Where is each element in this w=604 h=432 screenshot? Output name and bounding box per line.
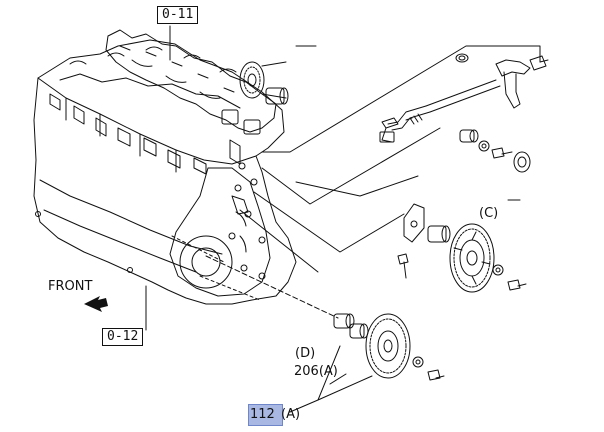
part-number-112-suffix: (A) (281, 407, 301, 422)
part-number-112[interactable]: 112 (250, 407, 275, 422)
part-number-112-highlight[interactable] (248, 404, 283, 426)
rocker-assembly (105, 29, 277, 165)
arrow-left-icon (84, 296, 108, 312)
fastener-set-upper (459, 129, 531, 173)
leader-lines (145, 25, 541, 413)
upper-gear (239, 61, 289, 105)
reference-box-bottom: 0-12 (102, 328, 144, 346)
callout-c: (C) (479, 206, 499, 221)
part-number-206: 206(A) (294, 364, 338, 379)
linkage-assembly (295, 45, 549, 143)
engine-block (33, 39, 297, 305)
reference-box-top: 0-11 (157, 6, 199, 24)
idler-gear-c (397, 203, 527, 293)
crank-gear (333, 313, 445, 381)
callout-d: (D) (295, 346, 316, 361)
front-label: FRONT (48, 279, 93, 294)
